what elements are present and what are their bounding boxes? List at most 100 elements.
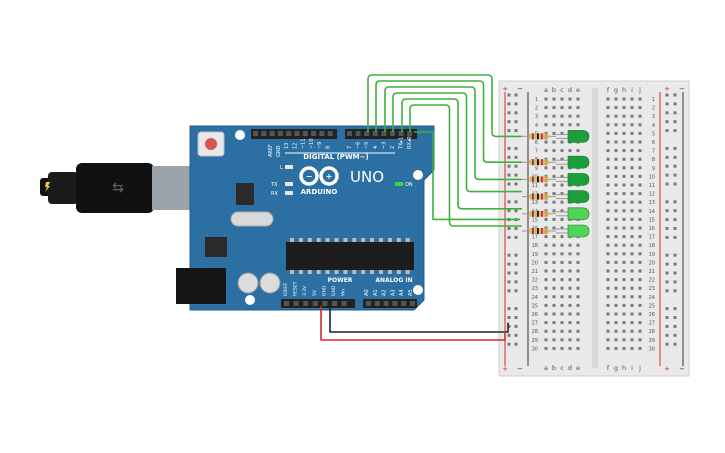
bb-hole[interactable] [622,166,626,170]
bb-hole[interactable] [614,166,618,170]
bb-hole[interactable] [606,269,610,273]
bb-hole[interactable] [622,226,626,230]
rail-hole[interactable] [514,289,518,293]
rail-hole[interactable] [665,307,669,311]
rail-hole[interactable] [507,235,511,239]
bb-hole[interactable] [622,149,626,153]
bb-hole[interactable] [622,252,626,256]
header-pin[interactable] [311,131,317,136]
rail-hole[interactable] [673,280,677,284]
bb-hole[interactable] [622,123,626,127]
bb-hole[interactable] [606,149,610,153]
bb-hole[interactable] [614,338,618,342]
bb-hole[interactable] [638,123,642,127]
bb-hole[interactable] [622,174,626,178]
bb-hole[interactable] [614,243,618,247]
bb-hole[interactable] [614,149,618,153]
bb-hole[interactable] [576,312,580,316]
rail-hole[interactable] [514,253,518,257]
rail-hole[interactable] [514,155,518,159]
led[interactable] [556,173,590,186]
header-pin[interactable] [401,301,407,306]
bb-hole[interactable] [560,235,564,239]
rail-hole[interactable] [665,253,669,257]
bb-hole[interactable] [552,140,556,144]
rail-hole[interactable] [665,164,669,168]
bb-hole[interactable] [622,260,626,264]
rail-hole[interactable] [673,271,677,275]
bb-hole[interactable] [606,243,610,247]
bb-hole[interactable] [614,140,618,144]
bb-hole[interactable] [630,235,634,239]
rail-hole[interactable] [514,173,518,177]
rail-hole[interactable] [673,164,677,168]
rail-hole[interactable] [507,316,511,319]
rail-hole[interactable] [673,253,677,257]
bb-hole[interactable] [614,321,618,325]
bb-hole[interactable] [576,243,580,247]
wire[interactable] [384,86,522,181]
bb-hole[interactable] [606,312,610,316]
bb-hole[interactable] [638,235,642,239]
bb-hole[interactable] [544,260,548,264]
rail-hole[interactable] [507,271,511,275]
header-pin[interactable] [261,131,267,136]
bb-hole[interactable] [552,166,556,170]
bb-hole[interactable] [552,226,556,230]
bb-hole[interactable] [614,106,618,110]
bb-hole[interactable] [630,183,634,187]
bb-hole[interactable] [638,260,642,264]
bb-hole[interactable] [568,303,572,307]
bb-hole[interactable] [568,278,572,282]
rail-hole[interactable] [673,316,677,319]
bb-hole[interactable] [630,217,634,221]
rail-hole[interactable] [514,120,518,124]
bb-hole[interactable] [638,329,642,333]
rail-hole[interactable] [665,93,669,97]
resistor[interactable] [522,210,556,217]
bb-hole[interactable] [576,149,580,153]
bb-hole[interactable] [552,260,556,264]
bb-hole[interactable] [560,321,564,325]
rail-hole[interactable] [665,209,669,213]
header-pin[interactable] [277,131,283,136]
bb-hole[interactable] [560,295,564,299]
bb-hole[interactable] [638,183,642,187]
bb-hole[interactable] [576,106,580,110]
bb-hole[interactable] [544,286,548,290]
bb-hole[interactable] [544,140,548,144]
bb-hole[interactable] [622,97,626,101]
led[interactable] [556,207,590,221]
bb-hole[interactable] [630,346,634,350]
rail-hole[interactable] [665,218,669,222]
bb-hole[interactable] [560,346,564,350]
led[interactable] [556,130,590,143]
bb-hole[interactable] [568,312,572,316]
bb-hole[interactable] [544,295,548,299]
bb-hole[interactable] [630,286,634,290]
bb-hole[interactable] [552,183,556,187]
rail-hole[interactable] [514,209,518,213]
bb-hole[interactable] [614,114,618,118]
bb-hole[interactable] [568,346,572,350]
bb-hole[interactable] [576,295,580,299]
bb-hole[interactable] [614,209,618,213]
rail-hole[interactable] [665,182,669,186]
rail-hole[interactable] [665,102,669,106]
bb-hole[interactable] [614,226,618,230]
resistor[interactable] [522,176,556,183]
rail-hole[interactable] [673,235,677,239]
rail-hole[interactable] [507,182,511,186]
led[interactable] [556,155,590,169]
bb-hole[interactable] [630,97,634,101]
rail-hole[interactable] [665,111,669,115]
bb-hole[interactable] [638,200,642,204]
bb-hole[interactable] [638,192,642,196]
rail-hole[interactable] [673,289,677,293]
rail-hole[interactable] [507,200,511,204]
bb-hole[interactable] [622,114,626,118]
rail-hole[interactable] [507,324,511,328]
header-pin[interactable] [294,131,300,136]
rail-hole[interactable] [665,200,669,204]
bb-hole[interactable] [568,97,572,101]
